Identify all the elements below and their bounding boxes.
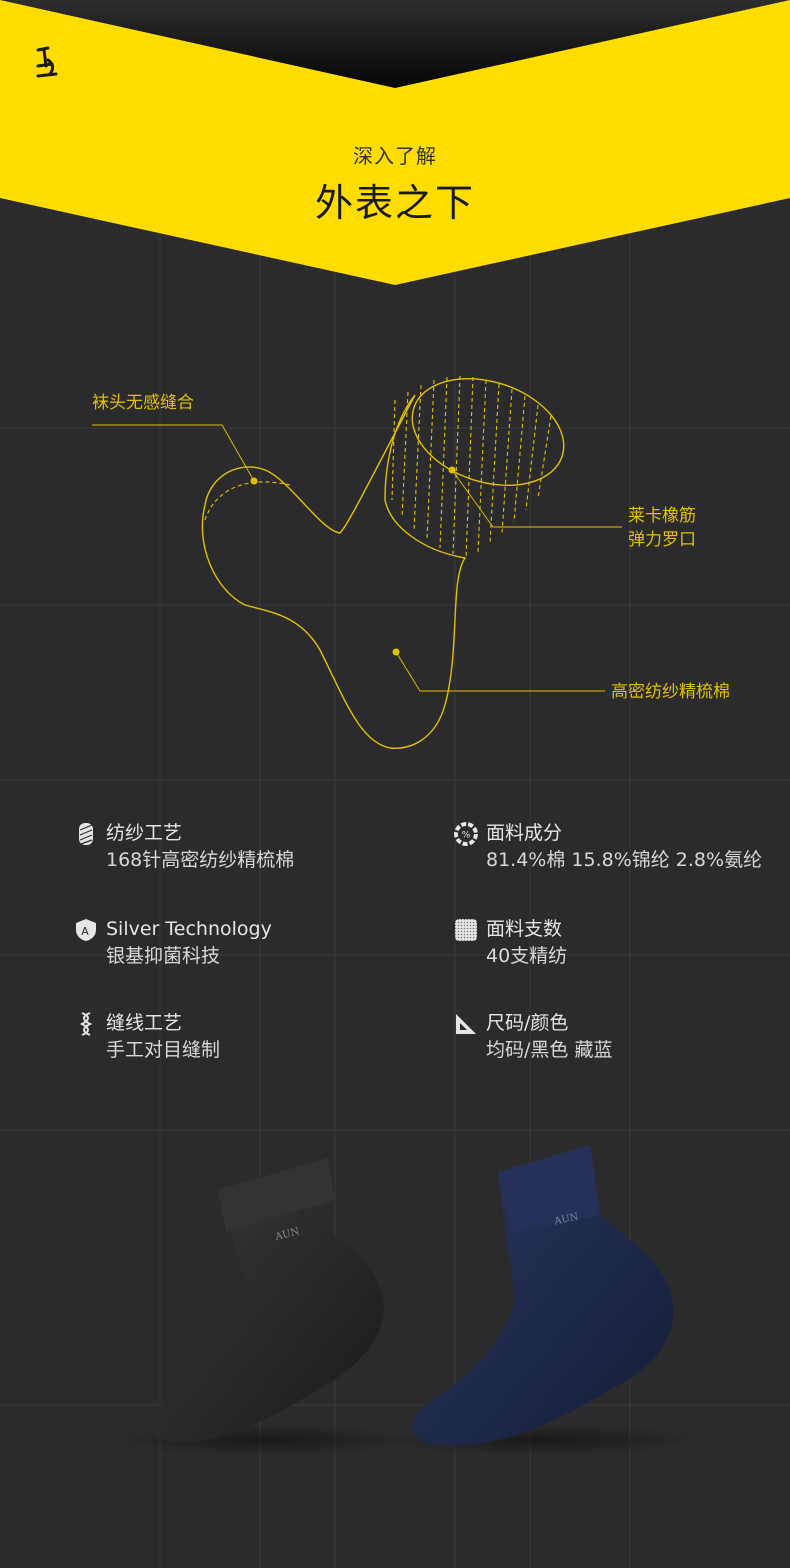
svg-text:%: % xyxy=(462,831,471,841)
feature-title: 面料成分 xyxy=(486,822,563,844)
sock-structure-diagram xyxy=(92,375,622,749)
svg-text:A: A xyxy=(81,925,89,938)
feature-title: 缝线工艺 xyxy=(106,1012,183,1034)
stitch-icon xyxy=(79,1012,93,1036)
feature-size-color: 尺码/颜色 均码/黑色 藏蓝 xyxy=(456,1010,613,1064)
page-title: 外表之下 xyxy=(314,181,475,225)
feature-silver: A Silver Technology 银基抑菌科技 xyxy=(76,916,272,970)
callout-cuff-line1: 莱卡橡筋 xyxy=(628,506,696,526)
navy-sock-brand: AUN xyxy=(552,1212,579,1228)
feature-desc: 手工对目缝制 xyxy=(106,1039,221,1061)
callout-toe: 袜头无感缝合 xyxy=(92,393,194,413)
feature-title: 纺纱工艺 xyxy=(106,822,183,844)
feature-desc: 81.4%棉 15.8%锦纶 2.8%氨纶 xyxy=(486,849,763,871)
feature-desc: 均码/黑色 藏蓝 xyxy=(486,1039,613,1061)
feature-composition: % 面料成分 81.4%棉 15.8%锦纶 2.8%氨纶 xyxy=(454,820,763,874)
feature-stitching: 缝线工艺 手工对目缝制 xyxy=(79,1010,221,1064)
feature-yarn-count: 面料支数 40支精纺 xyxy=(455,916,568,970)
feature-desc: 40支精纺 xyxy=(486,945,568,967)
feature-desc: 168针高密纺纱精梳棉 xyxy=(106,849,295,871)
microscope-icon xyxy=(36,46,58,78)
navy-sock: AUN xyxy=(412,1145,674,1446)
callout-cuff-line2: 弹力罗口 xyxy=(628,530,696,550)
cuff-opening xyxy=(411,377,565,487)
callout-body: 高密纺纱精梳棉 xyxy=(611,682,730,702)
feature-desc: 银基抑菌科技 xyxy=(106,945,221,967)
feature-title: 面料支数 xyxy=(486,918,563,940)
percent-pie-icon: % xyxy=(454,822,478,846)
callout-cuff: 莱卡橡筋 弹力罗口 xyxy=(628,504,696,552)
header-subtitle: 深入了解 xyxy=(353,144,437,168)
fabric-texture-icon xyxy=(455,919,477,941)
silver-shield-icon: A xyxy=(76,919,96,941)
feature-title: 尺码/颜色 xyxy=(486,1012,569,1034)
feature-title: Silver Technology xyxy=(106,918,272,940)
header-banner xyxy=(0,0,790,285)
product-photos: AUN AUN xyxy=(115,1145,700,1456)
ruler-triangle-icon xyxy=(456,1014,476,1034)
feature-spinning: 纺纱工艺 168针高密纺纱精梳棉 xyxy=(79,820,295,874)
black-sock: AUN xyxy=(149,1158,385,1443)
sock-outline xyxy=(201,394,467,749)
yarn-icon xyxy=(79,823,93,845)
